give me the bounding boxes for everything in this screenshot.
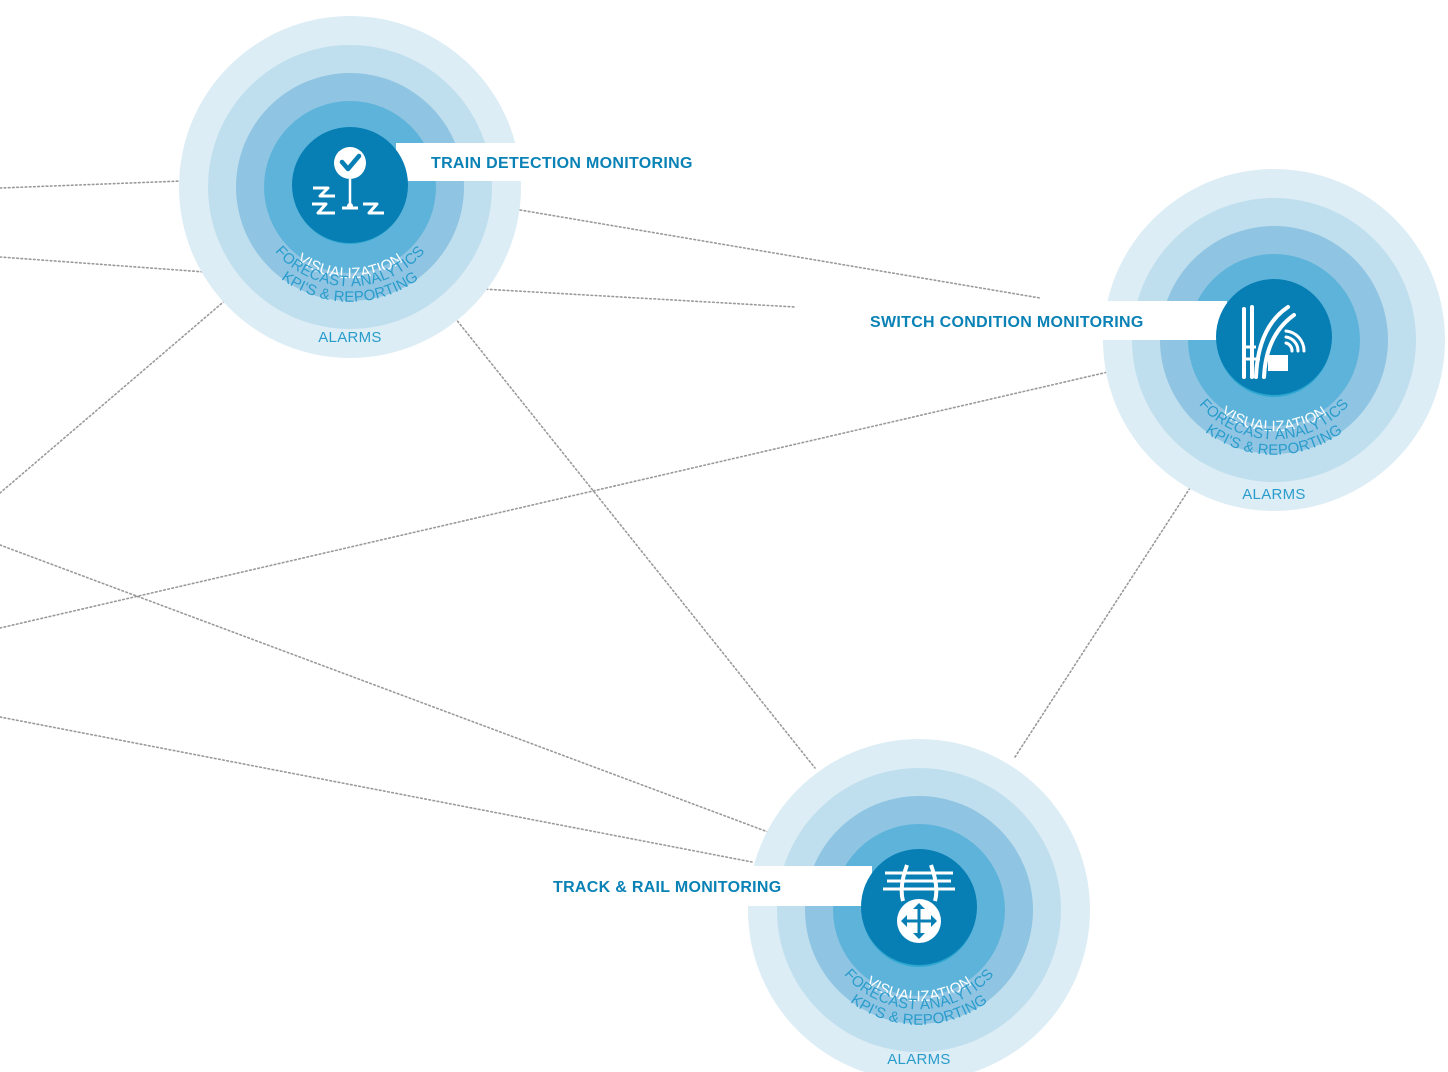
node-track-rail: TRACK & RAIL MONITORING VISUALIZATION FO… bbox=[538, 739, 1090, 1072]
label-alarms: ALARMS bbox=[887, 1051, 951, 1068]
node-title-background bbox=[852, 301, 1227, 340]
connector-line bbox=[0, 544, 769, 833]
connector-line bbox=[481, 288, 796, 308]
train-detection-icon bbox=[312, 147, 384, 215]
node-title: TRACK & RAIL MONITORING bbox=[553, 879, 782, 896]
switch-sensor-icon bbox=[1242, 305, 1306, 379]
node-title-background bbox=[538, 866, 872, 906]
connector-line bbox=[0, 256, 206, 273]
node-switch-condition: SWITCH CONDITION MONITORING VISUALIZATIO… bbox=[852, 169, 1445, 511]
label-alarms: ALARMS bbox=[318, 329, 382, 346]
connector-lines bbox=[0, 180, 1191, 863]
track-rail-icon bbox=[883, 864, 955, 943]
connector-line bbox=[0, 716, 753, 863]
node-train-detection: TRAIN DETECTION MONITORING VISUALIZATION… bbox=[179, 16, 746, 358]
connector-line bbox=[0, 371, 1109, 629]
label-alarms: ALARMS bbox=[1242, 486, 1306, 503]
node-title: SWITCH CONDITION MONITORING bbox=[870, 314, 1144, 331]
node-title: TRAIN DETECTION MONITORING bbox=[431, 155, 693, 172]
connector-line bbox=[0, 297, 229, 494]
connector-line bbox=[454, 317, 816, 769]
connector-line bbox=[519, 209, 1041, 299]
connector-line bbox=[0, 180, 183, 189]
node-title-background bbox=[396, 143, 746, 181]
connector-line bbox=[1014, 487, 1191, 758]
